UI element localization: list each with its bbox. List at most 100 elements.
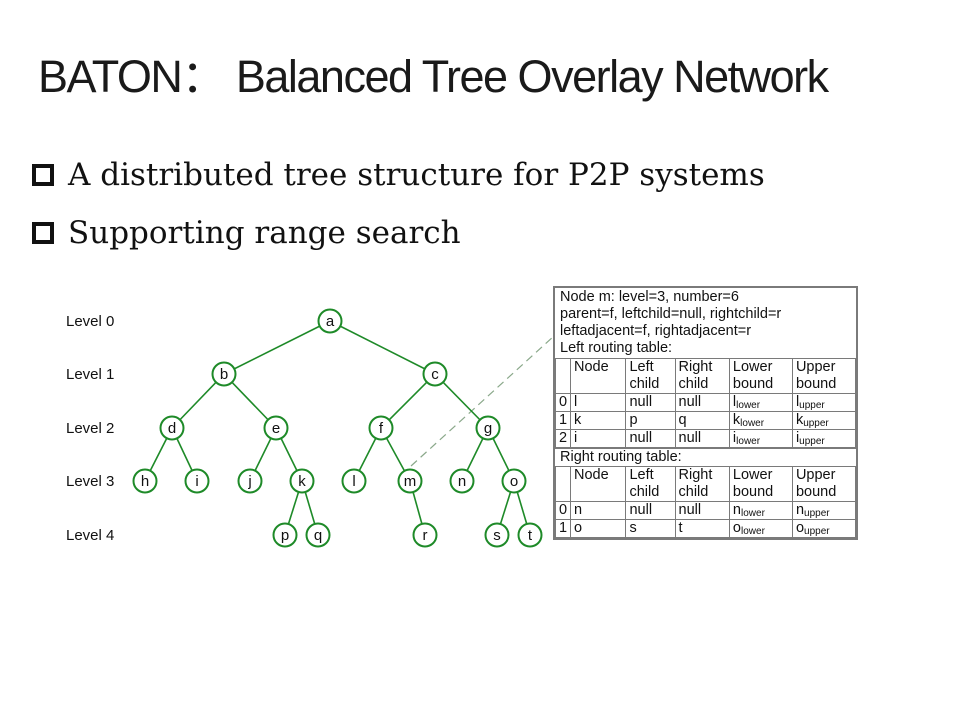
callout-dashed-line [410, 335, 555, 467]
tree-node-label: n [458, 473, 466, 490]
tree-edge [223, 320, 331, 375]
tree-node-label: d [168, 420, 176, 437]
tree-node-c: c [422, 361, 448, 387]
tree-node-circle [159, 415, 185, 441]
tree-node-label: j [247, 473, 251, 490]
tree-node-circle [272, 522, 298, 548]
tree-node-circle [237, 468, 263, 494]
node-info-line: parent=f, leftchild=null, rightchild=r [560, 306, 782, 322]
tree-node-circle [341, 468, 367, 494]
level-label: Level 4 [66, 527, 114, 544]
tree-node-circle [397, 468, 423, 494]
right-child-cell: null [674, 393, 730, 412]
node-info-line: Node m: level=3, number=6 [560, 289, 739, 305]
bound-base: i [732, 430, 737, 446]
tree-node-e: e [263, 415, 289, 441]
tree-node-label: t [528, 527, 533, 544]
bound-subscript: lower [741, 508, 765, 519]
tree-node-circle [289, 468, 315, 494]
right-child-cell: null [674, 501, 730, 520]
tree-node-circle [412, 522, 438, 548]
tree-node-label: e [272, 420, 280, 437]
tree-node-circle [211, 361, 237, 387]
lower-bound-cell: klower [728, 411, 793, 430]
table-header-cell [555, 358, 571, 394]
bound-subscript: lower [736, 400, 761, 411]
node-cell: l [569, 393, 627, 412]
row-index: 2 [555, 429, 571, 448]
row-index: 1 [555, 411, 571, 430]
upper-bound-cell: kupper [791, 411, 857, 430]
tree-node-p: p [272, 522, 298, 548]
bound-subscript: upper [804, 526, 830, 537]
tree-node-circle [368, 415, 394, 441]
tree-edge [434, 373, 489, 429]
left-child-cell: null [625, 429, 676, 448]
table-header-cell: Node [569, 358, 627, 394]
upper-bound-cell: nupper [791, 501, 857, 520]
node-cell: k [569, 411, 627, 430]
bound-base: o [795, 520, 805, 536]
bound-subscript: upper [799, 400, 825, 411]
right-routing-table-title: Right routing table: [555, 448, 856, 466]
bound-subscript: upper [803, 418, 829, 429]
tree-node-t: t [517, 522, 543, 548]
level-label: Level 1 [66, 366, 114, 383]
tree-node-label: s [493, 527, 501, 544]
tree-node-circle [475, 415, 501, 441]
lower-bound-cell: nlower [728, 501, 793, 520]
tree-node-j: j [237, 468, 263, 494]
tree-node-circle [517, 522, 543, 548]
tree-node-a: a [317, 308, 343, 334]
bullet-text: A distributed tree structure for P2P sys… [68, 157, 765, 193]
bound-base: l [732, 394, 737, 410]
tree-node-r: r [412, 522, 438, 548]
tree-node-s: s [484, 522, 510, 548]
level-label: Level 3 [66, 473, 114, 490]
lower-bound-cell: llower [728, 393, 793, 412]
square-bullet-icon [32, 164, 54, 186]
tree-node-b: b [211, 361, 237, 387]
tree-node-label: b [220, 366, 228, 383]
node-info-panel: Node m: level=3, number=6 parent=f, left… [553, 286, 858, 540]
tree-node-label: i [195, 473, 198, 490]
node-info-line: leftadjacent=f, rightadjacent=r [560, 323, 752, 339]
tree-node-i: i [184, 468, 210, 494]
bound-base: n [795, 502, 805, 518]
tree-node-label: k [298, 473, 306, 490]
lower-bound-cell: ilower [728, 429, 793, 448]
tree-node-circle [501, 468, 527, 494]
tree-node-m: m [397, 468, 423, 494]
tree-node-circle [184, 468, 210, 494]
upper-bound-cell: lupper [791, 393, 857, 412]
bound-subscript: lower [741, 526, 765, 537]
bound-base: o [732, 520, 741, 536]
bullet-text: Supporting range search [68, 215, 461, 251]
bound-subscript: lower [740, 418, 765, 429]
tree-node-o: o [501, 468, 527, 494]
left-child-cell: s [625, 519, 676, 538]
tree-node-label: m [404, 473, 417, 490]
tree-edges [144, 320, 531, 536]
slide-title: BATON： Balanced Tree Overlay Network [38, 51, 829, 102]
tree-node-g: g [475, 415, 501, 441]
tree-edge [329, 320, 436, 375]
tree-node-circle [305, 522, 331, 548]
tree-node-f: f [368, 415, 394, 441]
tree-node-circle [422, 361, 448, 387]
bound-subscript: lower [736, 436, 761, 447]
node-cell: n [569, 501, 627, 520]
left-child-cell: p [625, 411, 676, 430]
tree-node-label: c [431, 366, 439, 383]
